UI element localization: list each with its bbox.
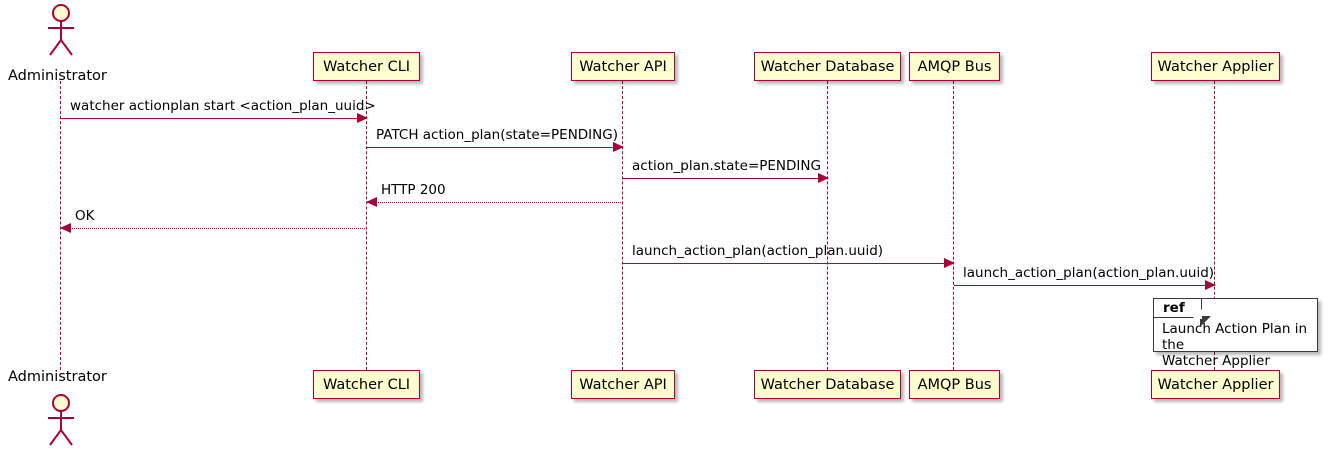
message-label: action_plan.state=PENDING bbox=[632, 158, 821, 174]
participant-box-watcher-database-bottom[interactable]: Watcher Database bbox=[754, 370, 901, 399]
participant-box-watcher-api-top[interactable]: Watcher API bbox=[571, 52, 675, 81]
lifeline-watcher-api bbox=[622, 81, 624, 370]
arrowhead-icon bbox=[818, 173, 829, 183]
message-line bbox=[367, 202, 623, 203]
arrowhead-icon bbox=[944, 258, 955, 268]
participant-box-watcher-api-bottom[interactable]: Watcher API bbox=[571, 370, 675, 399]
actor-label-administrator-top: Administrator bbox=[8, 68, 107, 84]
lifeline-watcher-cli bbox=[366, 81, 368, 370]
ref-text-line-2: Watcher Applier bbox=[1162, 353, 1270, 369]
arrowhead-icon bbox=[60, 223, 71, 233]
ref-text-line-1: Launch Action Plan in the bbox=[1162, 321, 1308, 353]
message-line bbox=[954, 285, 1215, 286]
ref-keyword-label: ref bbox=[1163, 300, 1185, 316]
message-line bbox=[623, 178, 828, 179]
message-line bbox=[61, 118, 367, 119]
message-label: launch_action_plan(action_plan.uuid) bbox=[963, 265, 1215, 281]
participant-box-watcher-cli-bottom[interactable]: Watcher CLI bbox=[313, 370, 420, 399]
lifeline-watcher-applier bbox=[1214, 81, 1216, 370]
arrowhead-icon bbox=[366, 197, 377, 207]
ref-fragment-keyword: ref bbox=[1154, 299, 1211, 327]
arrowhead-icon bbox=[613, 142, 624, 152]
participant-box-watcher-database-top[interactable]: Watcher Database bbox=[754, 52, 901, 81]
lifeline-watcher-database bbox=[827, 81, 829, 370]
lifeline-amqp-bus bbox=[953, 81, 955, 370]
message-label: watcher actionplan start <action_plan_uu… bbox=[70, 98, 376, 114]
participant-box-amqp-bus-top[interactable]: AMQP Bus bbox=[909, 52, 1000, 81]
actor-label-administrator-bottom: Administrator bbox=[8, 369, 107, 385]
ref-fragment: ref Launch Action Plan in the Watcher Ap… bbox=[1153, 298, 1318, 369]
message-line bbox=[623, 263, 954, 264]
participant-box-watcher-applier-bottom[interactable]: Watcher Applier bbox=[1151, 370, 1280, 399]
ref-fragment-text: Launch Action Plan in the Watcher Applie… bbox=[1162, 321, 1311, 369]
ref-tab-notch-icon bbox=[1199, 316, 1211, 327]
message-line bbox=[61, 228, 367, 229]
arrowhead-icon bbox=[357, 113, 368, 123]
message-label: launch_action_plan(action_plan.uuid) bbox=[632, 243, 884, 259]
actor-administrator-bottom bbox=[38, 392, 84, 448]
arrowhead-icon bbox=[1205, 280, 1216, 290]
message-line bbox=[367, 147, 623, 148]
message-label: OK bbox=[75, 208, 95, 224]
participant-box-amqp-bus-bottom[interactable]: AMQP Bus bbox=[909, 370, 1000, 399]
message-label: HTTP 200 bbox=[381, 182, 446, 198]
actor-administrator-top bbox=[38, 2, 84, 58]
participant-box-watcher-cli-top[interactable]: Watcher CLI bbox=[313, 52, 420, 81]
message-label: PATCH action_plan(state=PENDING) bbox=[376, 127, 618, 143]
participant-box-watcher-applier-top[interactable]: Watcher Applier bbox=[1151, 52, 1280, 81]
